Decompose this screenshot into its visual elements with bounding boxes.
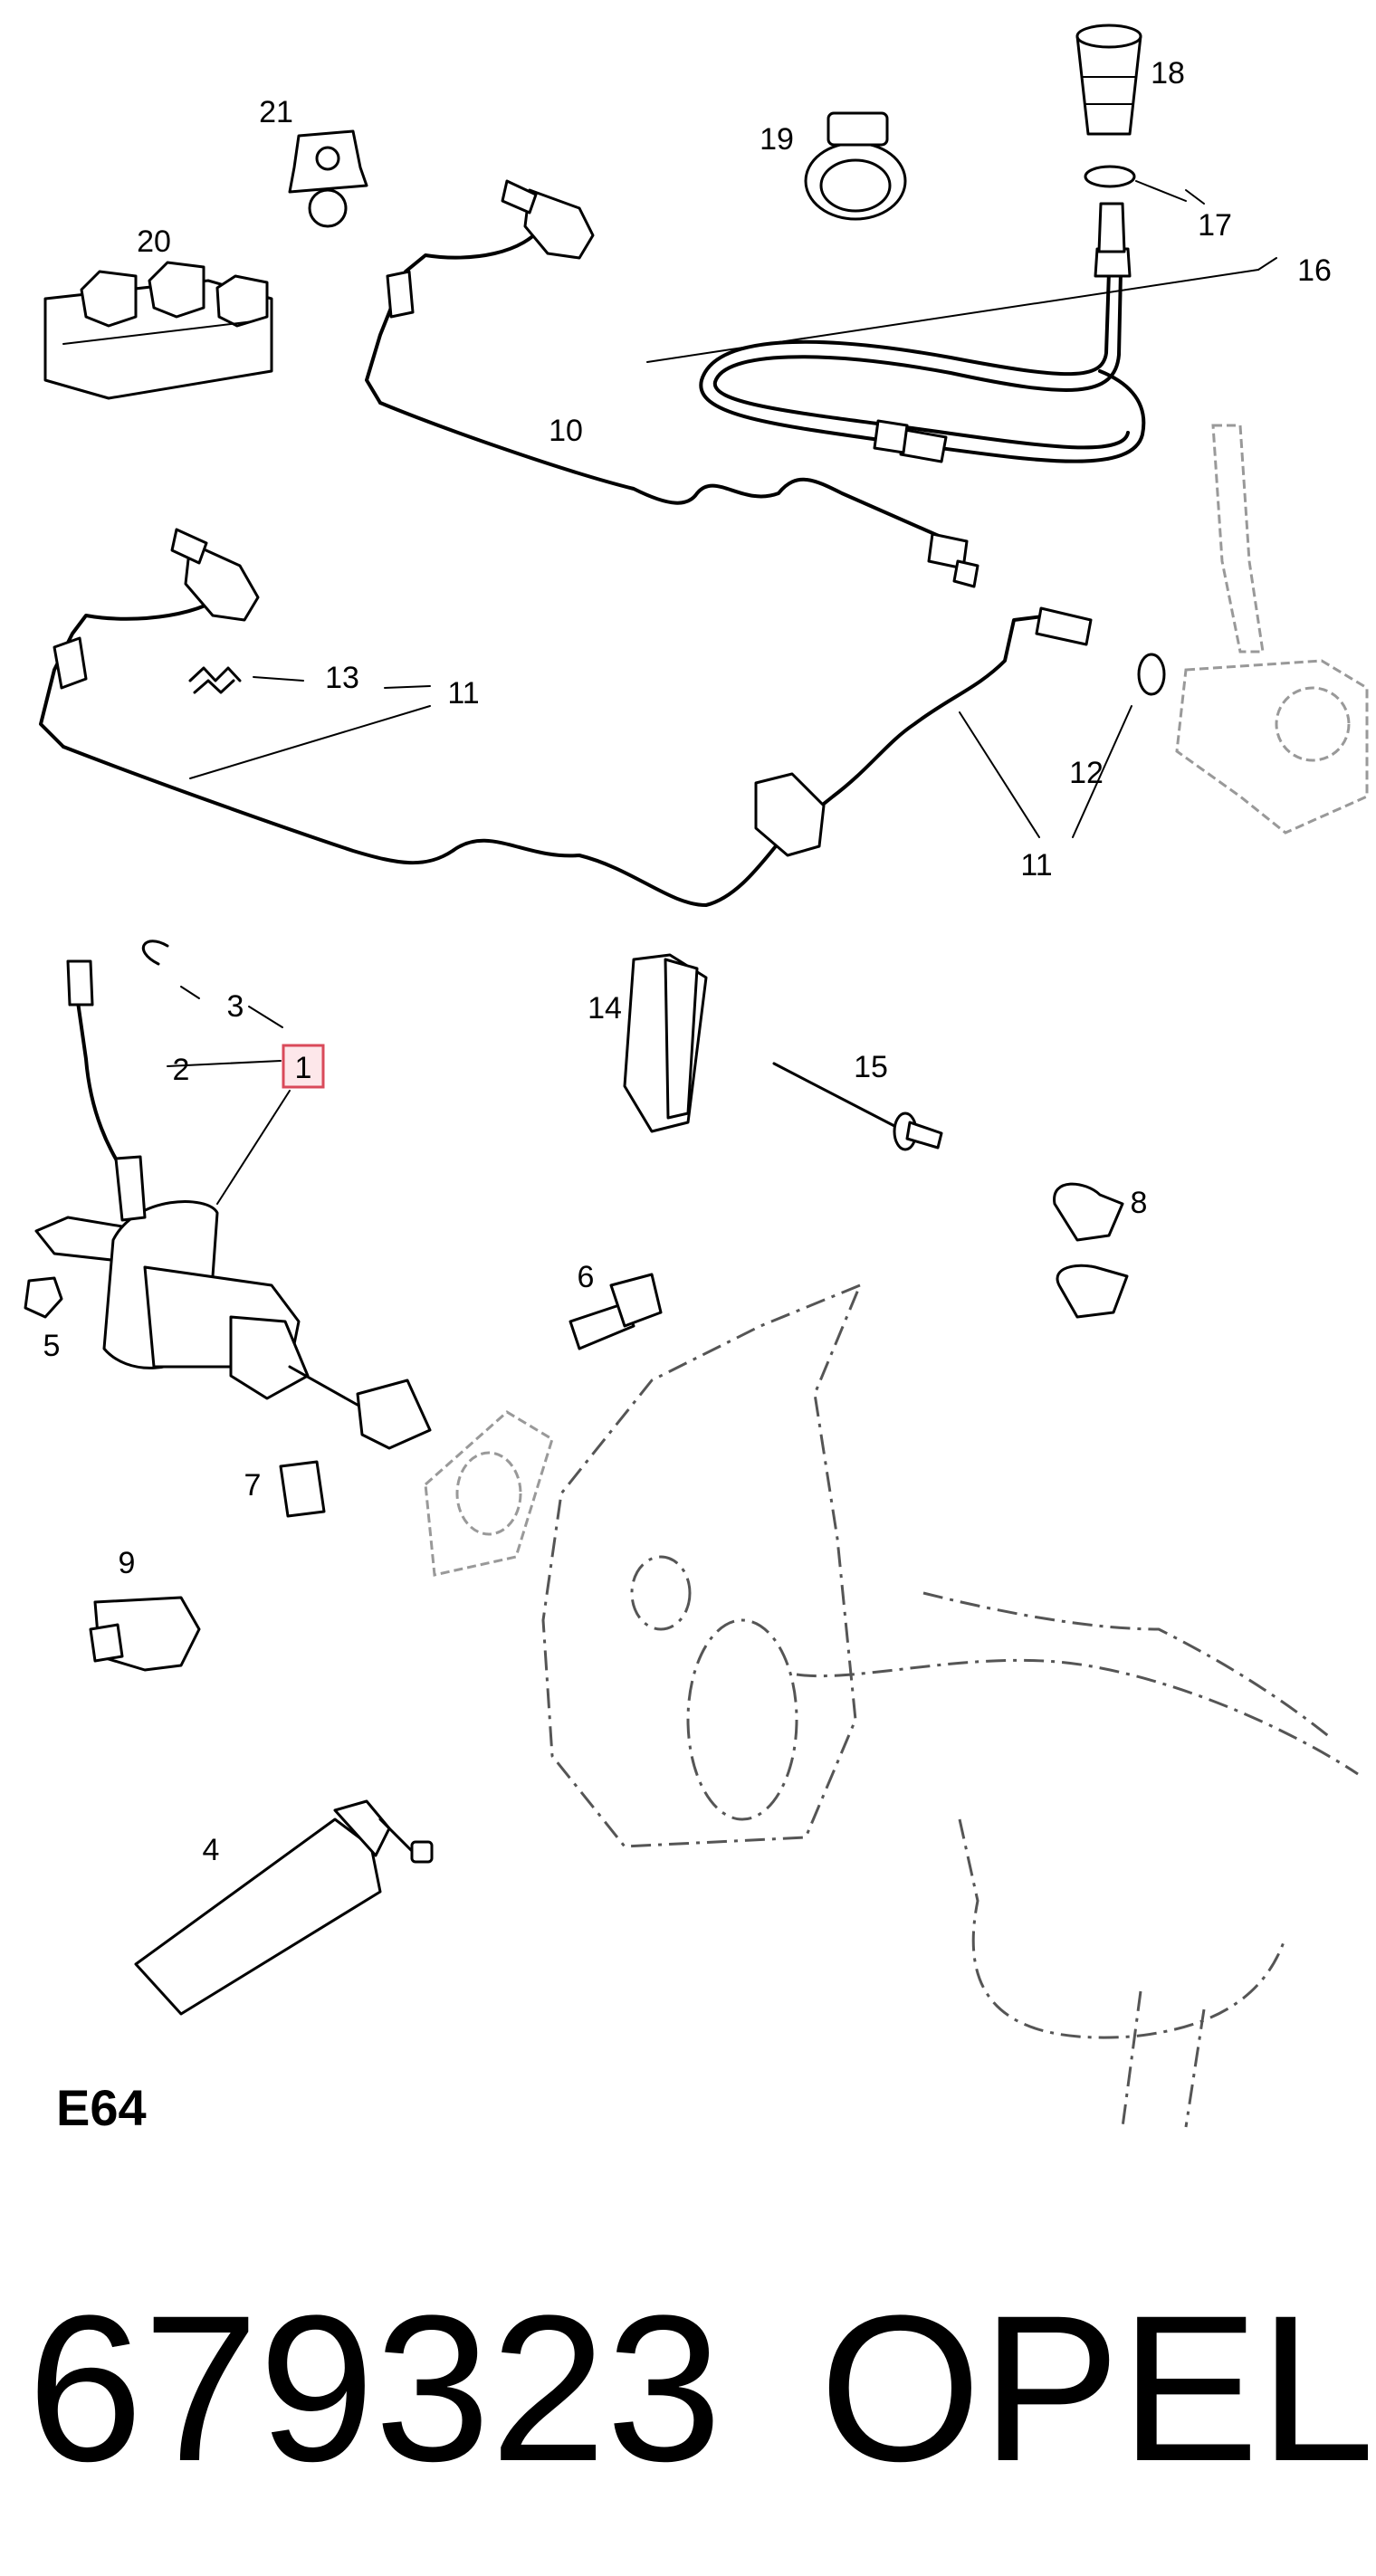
callout-1: 1 [295,1051,312,1085]
callout-5: 5 [43,1329,61,1363]
clip-7 [279,1460,326,1518]
callout-14: 14 [588,991,622,1026]
clutch-master-cylinder [34,1200,432,1450]
hose-2 [66,959,147,1222]
bolt-6 [569,1273,663,1350]
clip-13 [188,666,242,694]
leader-lines [167,180,1277,1205]
callout-20: 20 [137,224,171,259]
callout-12: 12 [1069,756,1104,790]
pedal-box-ghost [796,1591,1359,2128]
brand-name: OPEL [819,2272,1375,2504]
grease-tube-4 [134,1799,434,2016]
callout-18: 18 [1151,56,1185,91]
pipe-retainer-clip-20 [43,261,273,400]
callout-15: 15 [854,1050,888,1084]
clip-3 [141,940,169,966]
callout-11-right: 11 [1020,848,1052,883]
callout-8: 8 [1131,1186,1148,1220]
callout-4: 4 [203,1833,220,1867]
callout-7: 7 [244,1468,262,1503]
callout-11-left: 11 [447,676,479,711]
callout-2: 2 [173,1053,190,1087]
hydraulic-pipe-11 [39,528,1093,907]
nut-5 [24,1276,63,1319]
hose-connector-18 [1075,24,1142,136]
clip-8 [1053,1182,1129,1319]
part-number: 679323 [27,2272,722,2504]
hose-clamp-19 [804,111,907,221]
section-code: E64 [56,2079,147,2136]
callout-17: 17 [1198,208,1232,243]
seal-ring-12 [1137,653,1166,696]
highlight-box-callout-1 [282,1044,325,1089]
callout-21: 21 [259,95,293,129]
hydraulic-pipe-16 [699,202,1146,463]
callout-13: 13 [325,661,359,695]
rivet-15 [772,1062,943,1151]
clip-9 [89,1596,201,1672]
seal-ring-17 [1084,165,1136,188]
bulkhead-panel-ghost [541,1283,862,1848]
callout-19: 19 [760,122,794,157]
callout-10: 10 [549,414,583,448]
hydraulic-pipe-10 [365,179,979,588]
callout-3: 3 [227,989,244,1024]
callout-9: 9 [119,1546,136,1580]
callout-16: 16 [1297,253,1332,288]
bracket-14 [623,953,708,1133]
callout-6: 6 [578,1260,595,1294]
slave-cylinder-ghost [1175,424,1369,835]
gasket [424,1410,554,1577]
clip-21 [288,129,368,228]
